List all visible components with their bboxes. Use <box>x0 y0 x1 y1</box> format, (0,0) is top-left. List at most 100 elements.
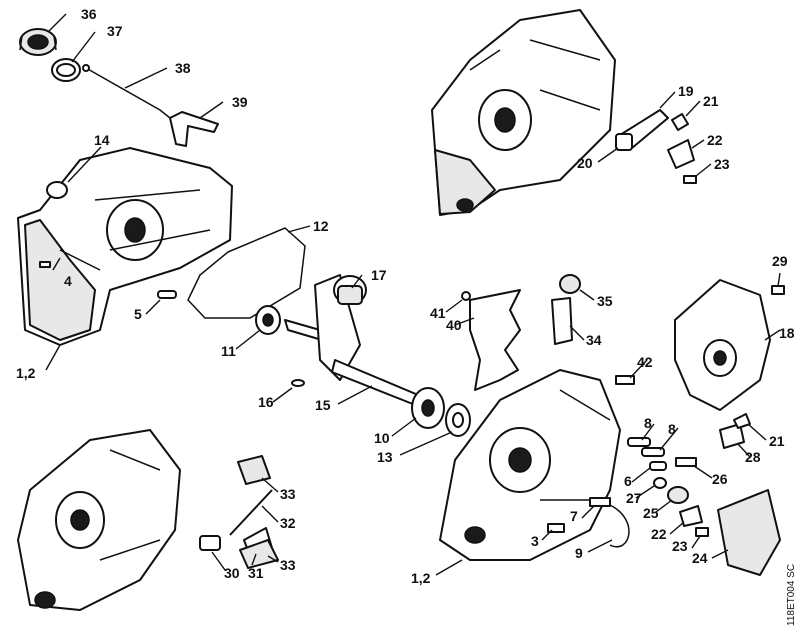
callout-23a: 23 <box>714 156 730 172</box>
leader-28 <box>737 443 751 458</box>
part-13-seal-hole <box>452 412 464 428</box>
part-34-spring <box>551 297 573 345</box>
callout-3: 3 <box>531 533 539 549</box>
leader-5 <box>145 299 161 315</box>
callout-42: 42 <box>637 354 653 370</box>
callout-8a: 8 <box>644 415 652 431</box>
part-22-plate <box>667 139 695 169</box>
leader-30 <box>211 551 226 571</box>
part-39-bracket <box>169 111 219 147</box>
leader-12 <box>287 225 311 233</box>
leader-8b <box>659 427 679 451</box>
leader-40 <box>454 317 475 326</box>
callout-22b: 22 <box>651 526 667 542</box>
leader-29 <box>777 272 781 287</box>
leader-4 <box>52 257 61 271</box>
reference-code: 118ET004 SC <box>786 564 797 626</box>
leader-6 <box>631 467 651 483</box>
part-8-pin-b <box>641 447 665 457</box>
part-42-screw <box>615 375 635 385</box>
leader-32 <box>261 505 279 523</box>
leader-14 <box>67 146 102 183</box>
part-23-screw <box>683 175 697 184</box>
crankcase-top-right <box>431 9 616 216</box>
part-33-filter-bottom <box>239 539 279 569</box>
callout-26: 26 <box>712 471 728 487</box>
callout-35: 35 <box>597 293 613 309</box>
callout-36: 36 <box>81 6 97 22</box>
callout-1-2a: 1,2 <box>16 365 36 381</box>
leader-22b <box>669 521 685 535</box>
callout-18: 18 <box>779 325 795 341</box>
callout-20: 20 <box>577 155 593 171</box>
part-27-oring <box>653 477 667 489</box>
leader-11 <box>235 329 261 350</box>
part-37-washer <box>51 58 81 82</box>
callout-19: 19 <box>678 83 694 99</box>
callout-15: 15 <box>315 397 331 413</box>
part-3-screw <box>547 523 565 533</box>
part-17-needle-cage <box>337 285 363 305</box>
crankcase-left-top <box>17 147 233 346</box>
callout-40: 40 <box>446 317 462 333</box>
part-20-adjuster <box>615 109 669 151</box>
leader-24 <box>711 549 729 559</box>
callout-28: 28 <box>745 449 761 465</box>
leader-21b <box>747 423 767 441</box>
part-12-gasket <box>187 227 306 319</box>
leader-25 <box>655 499 673 513</box>
part-30-nut <box>199 535 221 551</box>
leader-42 <box>629 359 648 379</box>
part-25-gear <box>667 486 689 504</box>
leader-27 <box>635 485 655 499</box>
part-18-cover <box>674 279 771 411</box>
part-41-nut <box>461 291 471 301</box>
leader-35 <box>579 289 595 301</box>
part-6-pin <box>649 461 667 471</box>
crankcase-bottom-left <box>17 429 181 611</box>
part-28-bracket <box>719 423 745 449</box>
callout-22a: 22 <box>707 132 723 148</box>
part-9-circlip <box>609 504 630 548</box>
callout-14: 14 <box>94 132 110 148</box>
part-16-key <box>291 379 305 387</box>
part-40-chain-catcher <box>469 289 521 391</box>
part-33-filter-top <box>237 455 271 485</box>
callout-8b: 8 <box>668 421 676 437</box>
part-36-nut <box>19 28 57 56</box>
callout-32: 32 <box>280 515 296 531</box>
leader-26 <box>693 465 713 479</box>
callout-11: 11 <box>221 343 236 359</box>
part-32-screw <box>229 489 273 536</box>
callout-38: 38 <box>175 60 191 76</box>
leader-8a <box>641 423 655 441</box>
callout-41: 41 <box>430 305 446 321</box>
part-24-cover <box>717 489 781 576</box>
callout-27: 27 <box>626 490 642 506</box>
leader-33a <box>261 477 279 493</box>
part-26-bolt <box>675 457 697 467</box>
leader-7 <box>581 505 595 519</box>
callout-31: 31 <box>248 565 264 581</box>
leader-21 <box>685 100 701 117</box>
callout-34: 34 <box>586 332 602 348</box>
callout-37: 37 <box>107 23 123 39</box>
callout-39: 39 <box>232 94 248 110</box>
callout-16: 16 <box>258 394 274 410</box>
part-11-bearing-hole <box>262 313 274 327</box>
part-5-pin <box>157 290 177 299</box>
callout-1-2b: 1,2 <box>411 570 431 586</box>
callout-17: 17 <box>371 267 387 283</box>
leader-33b <box>267 555 279 563</box>
callout-9: 9 <box>575 545 583 561</box>
callout-12: 12 <box>313 218 329 234</box>
callout-30: 30 <box>224 565 240 581</box>
part-23b-screw <box>695 527 709 537</box>
crankcase-bottom-right <box>439 369 621 561</box>
leader-20 <box>597 147 619 163</box>
part-7-pin <box>589 497 611 507</box>
part-38-rod <box>82 64 171 119</box>
leader-1-2b <box>435 559 463 576</box>
leader-39 <box>199 101 224 119</box>
